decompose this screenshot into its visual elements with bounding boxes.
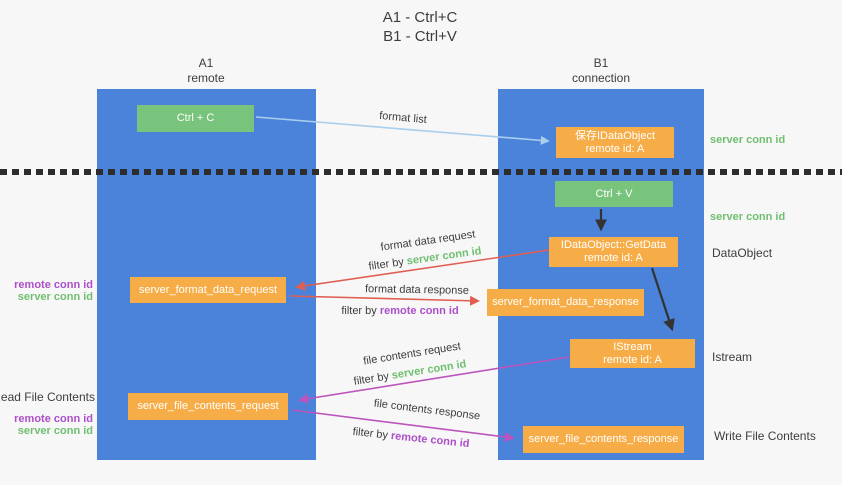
remote-conn-id-a-label: remote conn id xyxy=(14,279,93,291)
format-request-node: server_format_data_request xyxy=(130,277,286,303)
ctrl-c-node: Ctrl + C xyxy=(137,105,254,132)
istream-node: IStream remote id: A xyxy=(570,339,695,368)
filter-by-text: filter by xyxy=(352,370,390,388)
getdata-node: IDataObject::GetData remote id: A xyxy=(549,237,678,267)
column-a-subtitle: remote xyxy=(187,71,225,85)
istream-side-label: Istream xyxy=(712,350,753,364)
column-b-name: B1 xyxy=(593,56,609,70)
server-conn-id-mid-label: server conn id xyxy=(710,211,786,223)
istream-line2: remote id: A xyxy=(603,353,662,366)
filter-by-text: filter by xyxy=(341,305,377,317)
write-file-contents-label: Write File Contents xyxy=(714,429,816,443)
ctrl-v-label: Ctrl + V xyxy=(595,187,633,200)
file-response-node: server_file_contents_response xyxy=(523,426,684,453)
file-request-label: server_file_contents_request xyxy=(137,400,279,412)
session-separator-line xyxy=(0,169,842,175)
filter-by-remote-conn-id-top: filter by remote conn id xyxy=(341,305,458,317)
remote-conn-id-b-label: remote conn id xyxy=(14,413,93,425)
save-dataobject-node: 保存IDataObject remote id: A xyxy=(556,127,674,158)
remote-conn-id-text: remote conn id xyxy=(390,429,470,451)
file-contents-response-label: file contents response xyxy=(373,397,481,423)
column-a-header: A1 remote xyxy=(187,56,224,86)
remote-conn-id-text: remote conn id xyxy=(379,305,459,317)
ctrl-v-node: Ctrl + V xyxy=(555,181,673,207)
filter-by-remote-conn-id-bottom: filter by remote conn id xyxy=(352,426,470,450)
format-request-label: server_format_data_request xyxy=(138,283,278,296)
getdata-line1: IDataObject::GetData xyxy=(560,239,667,251)
server-conn-id-text: server conn id xyxy=(390,358,468,382)
format-response-label: server_format_data_response xyxy=(492,296,639,308)
column-b-header: B1 connection xyxy=(572,56,630,86)
getdata-line2: remote id: A xyxy=(584,252,643,264)
file-request-node: server_file_contents_request xyxy=(128,393,288,420)
format-data-response-arrow xyxy=(289,295,480,306)
save-dataobject-line1: 保存IDataObject xyxy=(574,129,656,142)
dataobject-label: DataObject xyxy=(712,246,773,260)
read-file-contents-label: Read File Contents xyxy=(0,390,95,404)
ctrl-c-label: Ctrl + C xyxy=(176,112,215,124)
format-list-label: format list xyxy=(378,109,428,127)
file-response-label: server_file_contents_response xyxy=(528,433,679,445)
title-line-1: A1 - Ctrl+C xyxy=(382,9,458,26)
save-dataobject-line2: remote id: A xyxy=(585,142,645,155)
server-conn-id-top-label: server conn id xyxy=(710,134,786,146)
filter-by-text: filter by xyxy=(367,256,405,273)
format-response-node: server_format_data_response xyxy=(487,289,644,316)
istream-line1: IStream xyxy=(613,340,652,353)
diagram-title: A1 - Ctrl+C B1 - Ctrl+V xyxy=(383,8,458,46)
server-conn-id-b-label: server conn id xyxy=(17,425,93,437)
column-a-name: A1 xyxy=(198,56,214,70)
column-b-subtitle: connection xyxy=(571,71,631,85)
server-conn-id-a-label: server conn id xyxy=(17,291,93,303)
title-line-2: B1 - Ctrl+V xyxy=(383,28,457,45)
format-data-response-label: format data response xyxy=(364,283,470,297)
filter-by-text: filter by xyxy=(352,425,389,442)
